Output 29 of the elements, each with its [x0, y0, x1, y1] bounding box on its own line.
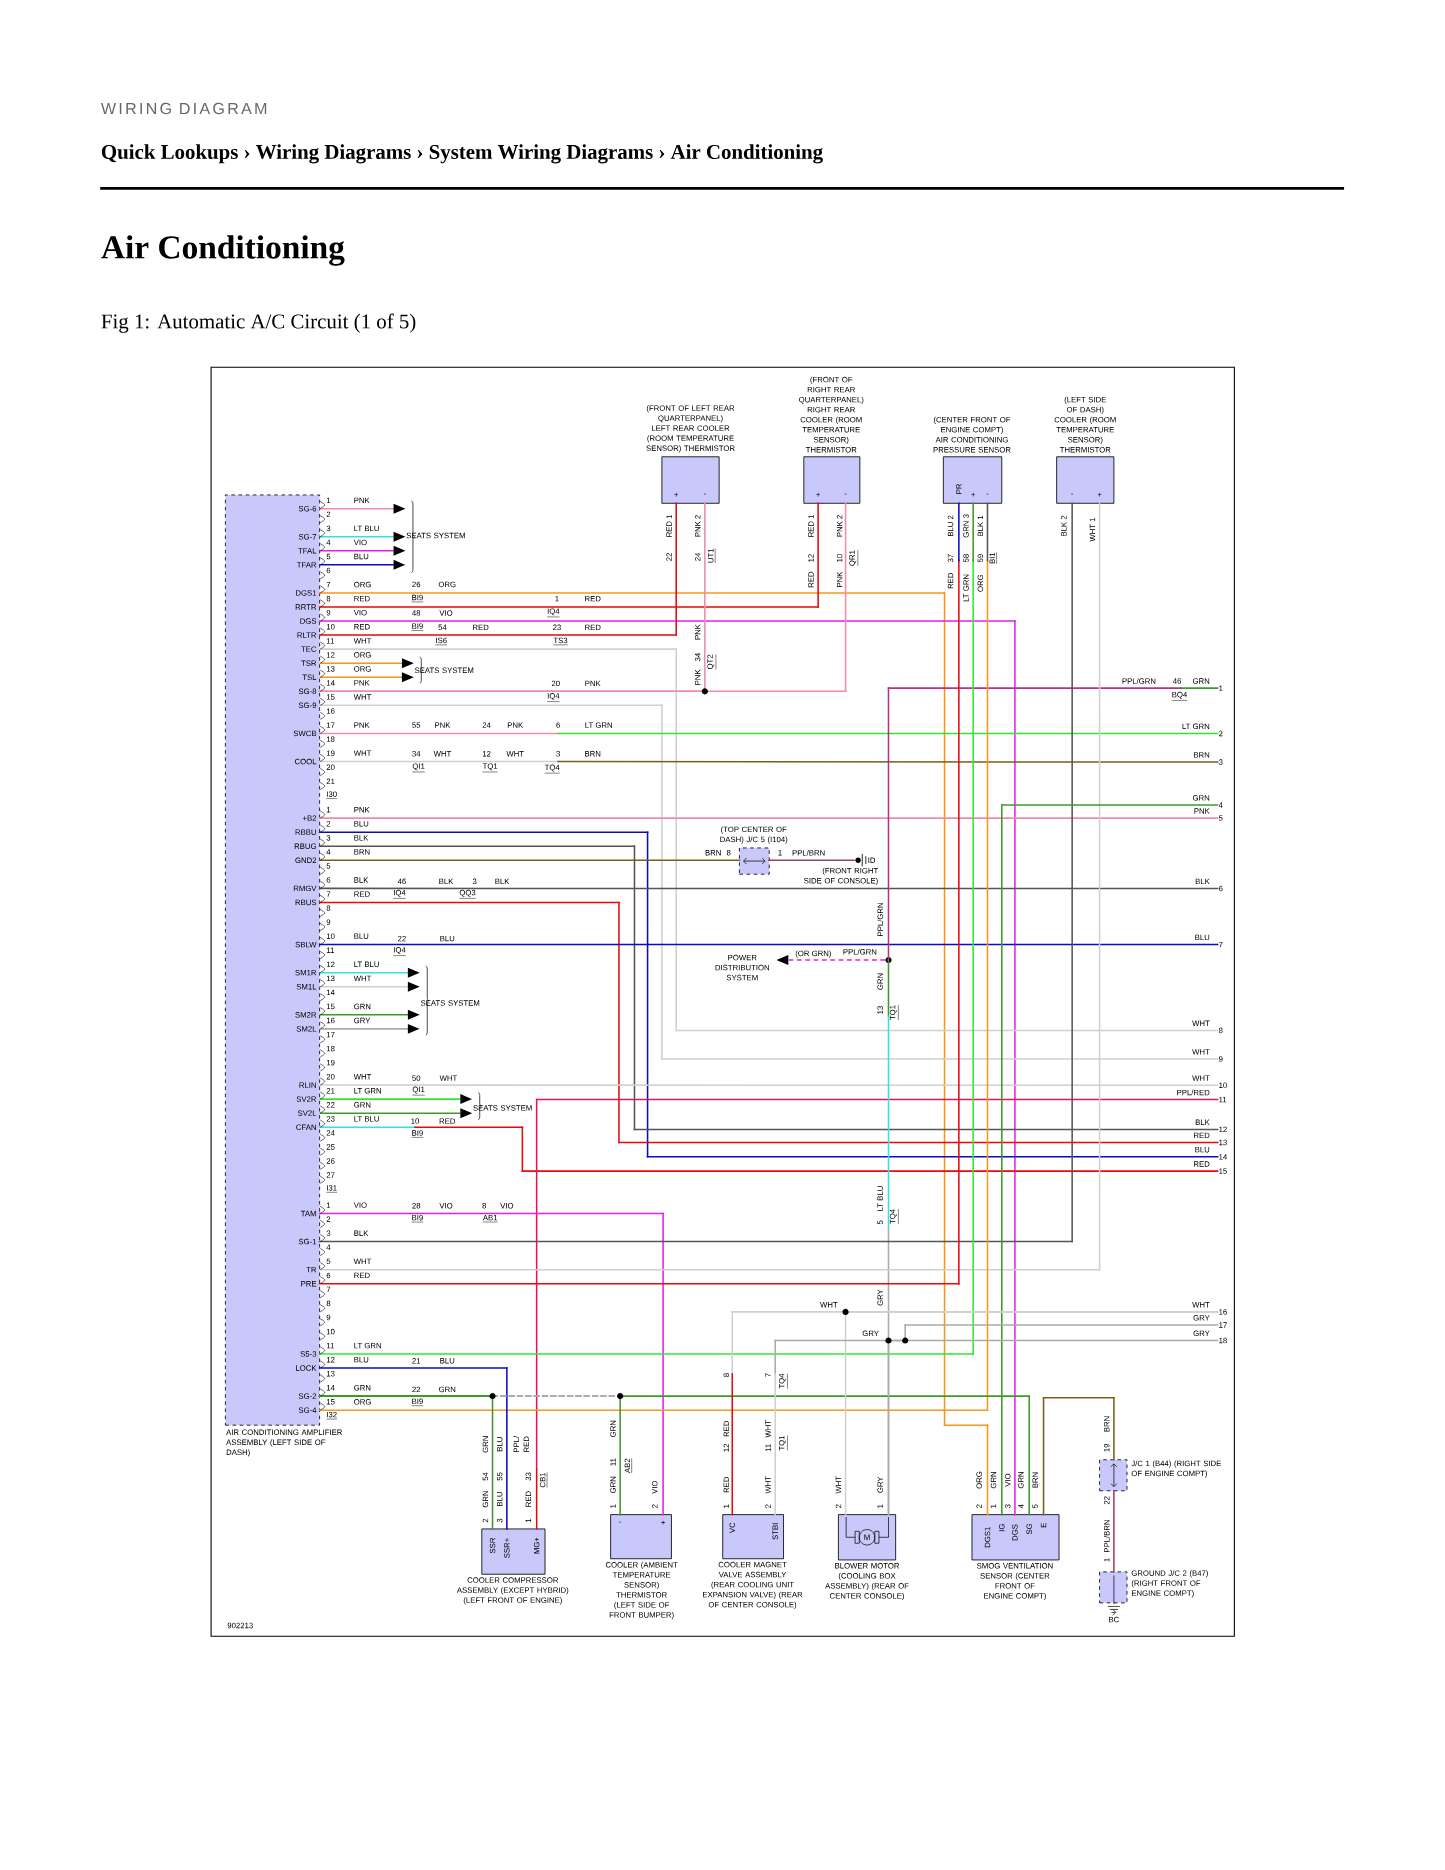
wire — [844, 1311, 1219, 1516]
wire — [1042, 1396, 1115, 1516]
wire — [318, 943, 1219, 946]
wire — [318, 732, 1219, 735]
wire — [318, 901, 1219, 1144]
wire — [318, 648, 1219, 1032]
page-title: Air Conditioning — [101, 235, 345, 266]
wire — [318, 502, 677, 636]
wire — [318, 760, 1219, 763]
page-header: WIRING DIAGRAM — [100, 102, 266, 115]
wire — [318, 1395, 1030, 1516]
breadcrumb: Quick Lookups › Wiring Diagrams › System Wiring Diagrams › Air Conditioning — [101, 144, 823, 164]
wire — [318, 1212, 664, 1516]
wire — [887, 1324, 1219, 1516]
wire — [318, 1367, 508, 1530]
wire — [1112, 1490, 1115, 1573]
wire — [318, 887, 1219, 890]
wire — [318, 502, 847, 693]
wire — [318, 859, 740, 862]
wire — [318, 704, 1219, 1060]
wire — [1000, 804, 1219, 1516]
wire — [318, 502, 819, 608]
wire — [318, 1084, 1219, 1087]
wire — [318, 1126, 1219, 1172]
wire — [768, 859, 855, 861]
wire — [318, 817, 1219, 819]
figure-caption: Fig 1: Automatic A/C Circuit (1 of 5) — [101, 313, 416, 333]
wire — [774, 1339, 1219, 1516]
wire — [535, 1098, 1219, 1530]
